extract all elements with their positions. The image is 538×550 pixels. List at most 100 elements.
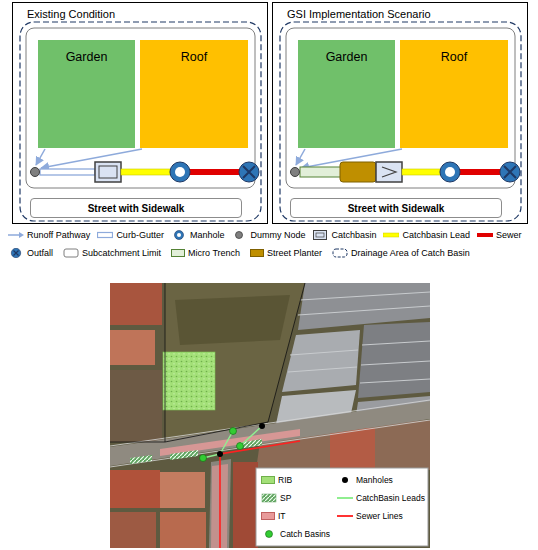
legend-label: Curb-Gutter [116, 230, 164, 240]
legend-entry: Runoff Pathway [8, 228, 90, 242]
node-label: Street with Sidewalk [348, 203, 445, 214]
legend-label: Catch Basins [280, 529, 330, 539]
legend-entry: IT [261, 509, 286, 523]
street-planter-area [170, 450, 198, 460]
legend-entry: Curb-Gutter [97, 228, 164, 242]
catchbasin-lead-line [203, 426, 262, 458]
manhole-dot [217, 451, 223, 457]
drainage-area-outline [20, 22, 261, 221]
aerial-map [110, 283, 430, 548]
panel-box: Existing ConditionGardenRoofStreet with … [12, 2, 268, 224]
catch-basin-dot [230, 428, 237, 435]
outfall-sample [11, 248, 20, 257]
roof-area: Roof [400, 40, 508, 148]
legend-group: OutfallSubcatchment LimitMicro TrenchStr… [8, 246, 470, 260]
legend-symbol [477, 230, 493, 240]
legend-entry: Manholes [337, 473, 393, 487]
yard-shade [175, 295, 290, 345]
legend-label: Outfall [27, 248, 53, 258]
legend-entry: Outfall [8, 246, 53, 260]
street [110, 401, 430, 466]
legend-label: Sewer Lines [356, 511, 403, 521]
runoff-arrow [41, 149, 142, 168]
legend-symbol [261, 529, 277, 539]
legend-label: Catchbasin [331, 230, 376, 240]
manhole-symbol [170, 162, 190, 182]
tile-roof [110, 512, 156, 548]
legend-entry: Catchbasin Lead [383, 228, 470, 242]
outfall-cross [504, 166, 516, 178]
dummy-node-sample [236, 232, 243, 239]
yard [110, 370, 162, 442]
sp-sample [262, 494, 276, 502]
outfall-symbol [500, 162, 520, 182]
legend-group: ManholesCatchBasin LeadsSewer Lines [337, 473, 425, 523]
catchbasin-sample-inner [316, 233, 324, 237]
legend-entry: Drainage Area of Catch Basin [332, 246, 470, 260]
roof-ridges [288, 292, 430, 383]
tile-roof [233, 462, 258, 548]
legend-label: Manholes [356, 475, 393, 485]
manhole-symbol [440, 162, 460, 182]
legend-group: Runoff Pathway Curb-Gutter Manhole Dummy No… [8, 228, 522, 242]
legend-swatch [261, 512, 275, 520]
garden-area: Garden [298, 40, 395, 148]
legend-entry: Subcatchment Limit [63, 246, 161, 260]
catchbasin-symbol [376, 162, 402, 182]
legend-label: CatchBasin Leads [356, 493, 425, 503]
manhole-dot-sample [342, 477, 348, 483]
garden-area: Garden [38, 40, 135, 148]
runoff-arrow [36, 149, 45, 165]
node-label: GSI Implementation Scenario [287, 8, 431, 20]
runoff-arrow [296, 149, 305, 165]
lead-line-sample [337, 497, 353, 499]
legend-label: IT [278, 511, 286, 521]
roof-area: Roof [140, 40, 248, 148]
legend-symbol [261, 493, 277, 503]
drainage-area-sample [333, 249, 347, 257]
catch-basin-dot [237, 443, 244, 450]
sewer-sample [477, 233, 493, 237]
legend-entry: Manhole [171, 228, 225, 242]
manhole-center [445, 167, 455, 177]
subcatchment-sample [64, 249, 78, 257]
legend-symbol [332, 248, 348, 258]
catch-basin-dot [200, 455, 207, 462]
sewer-pipe [190, 169, 240, 175]
parcel-boundary [110, 283, 305, 442]
sewer-line-sample [337, 515, 353, 517]
outfall-symbol [239, 162, 259, 182]
outfall-sample-cross [14, 251, 19, 256]
micro-trench [300, 167, 341, 177]
legend-entry: Dummy Node [231, 228, 305, 242]
legend-entry: Catchbasin [312, 228, 376, 242]
legend-entry: CatchBasin Leads [337, 491, 425, 505]
legend-label: Catchbasin Lead [402, 230, 470, 240]
catchbasin-sample [314, 231, 327, 240]
legend-entry: Sewer [477, 228, 522, 242]
node-label: Garden [38, 40, 135, 64]
legend-symbol [231, 230, 247, 240]
legend-label: Dummy Node [250, 230, 305, 240]
legend-label: Manhole [190, 230, 225, 240]
manhole-sample-center [177, 233, 181, 237]
legend-label: Drainage Area of Catch Basin [351, 248, 470, 258]
legend-entry: RIB [261, 473, 292, 487]
legend-entry: Catch Basins [261, 527, 330, 541]
legend-symbol [337, 511, 353, 521]
tile-roof [110, 470, 160, 508]
legend-symbol [337, 475, 353, 485]
metal-roof [358, 322, 430, 398]
legend-swatch [171, 249, 185, 257]
legend-symbol [97, 230, 113, 240]
map-ground [110, 283, 430, 548]
legend-label: Subcatchment Limit [82, 248, 161, 258]
node-label: Street with Sidewalk [88, 203, 185, 214]
catchbasin-lead [402, 169, 440, 175]
panel-box: GSI Implementation ScenarioGardenRoofStr… [272, 2, 528, 224]
legend-swatch [261, 476, 275, 484]
legend-symbol [171, 230, 187, 240]
curb-gutter [40, 169, 95, 175]
dummy-node [291, 168, 300, 177]
